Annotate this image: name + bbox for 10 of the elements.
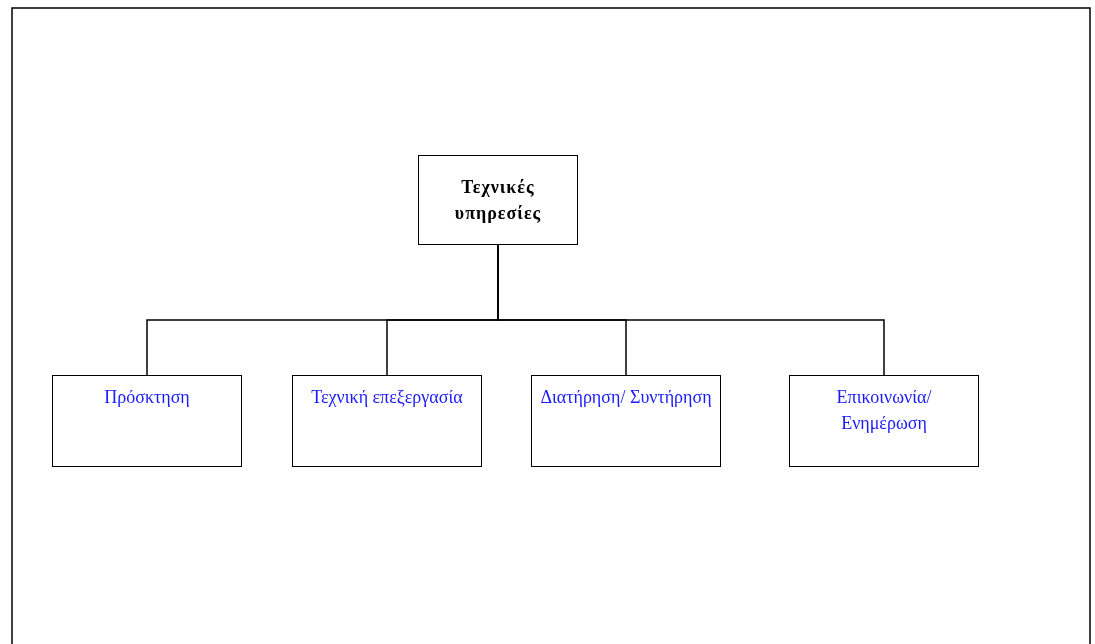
box-label: Επικοινωνία/ Ενημέρωση (835, 386, 933, 435)
org-box (789, 375, 979, 467)
org-box (52, 375, 242, 467)
box-label: Πρόσκτηση (103, 386, 191, 409)
org-box (292, 375, 482, 467)
org-box (418, 155, 578, 245)
org-box (531, 375, 721, 467)
box-label: Διατήρηση/ Συντήρηση (540, 386, 712, 409)
box-label: Τεχνική επεξεργασία (310, 386, 464, 409)
box-title: Τεχνικές υπηρεσίες (453, 176, 543, 225)
